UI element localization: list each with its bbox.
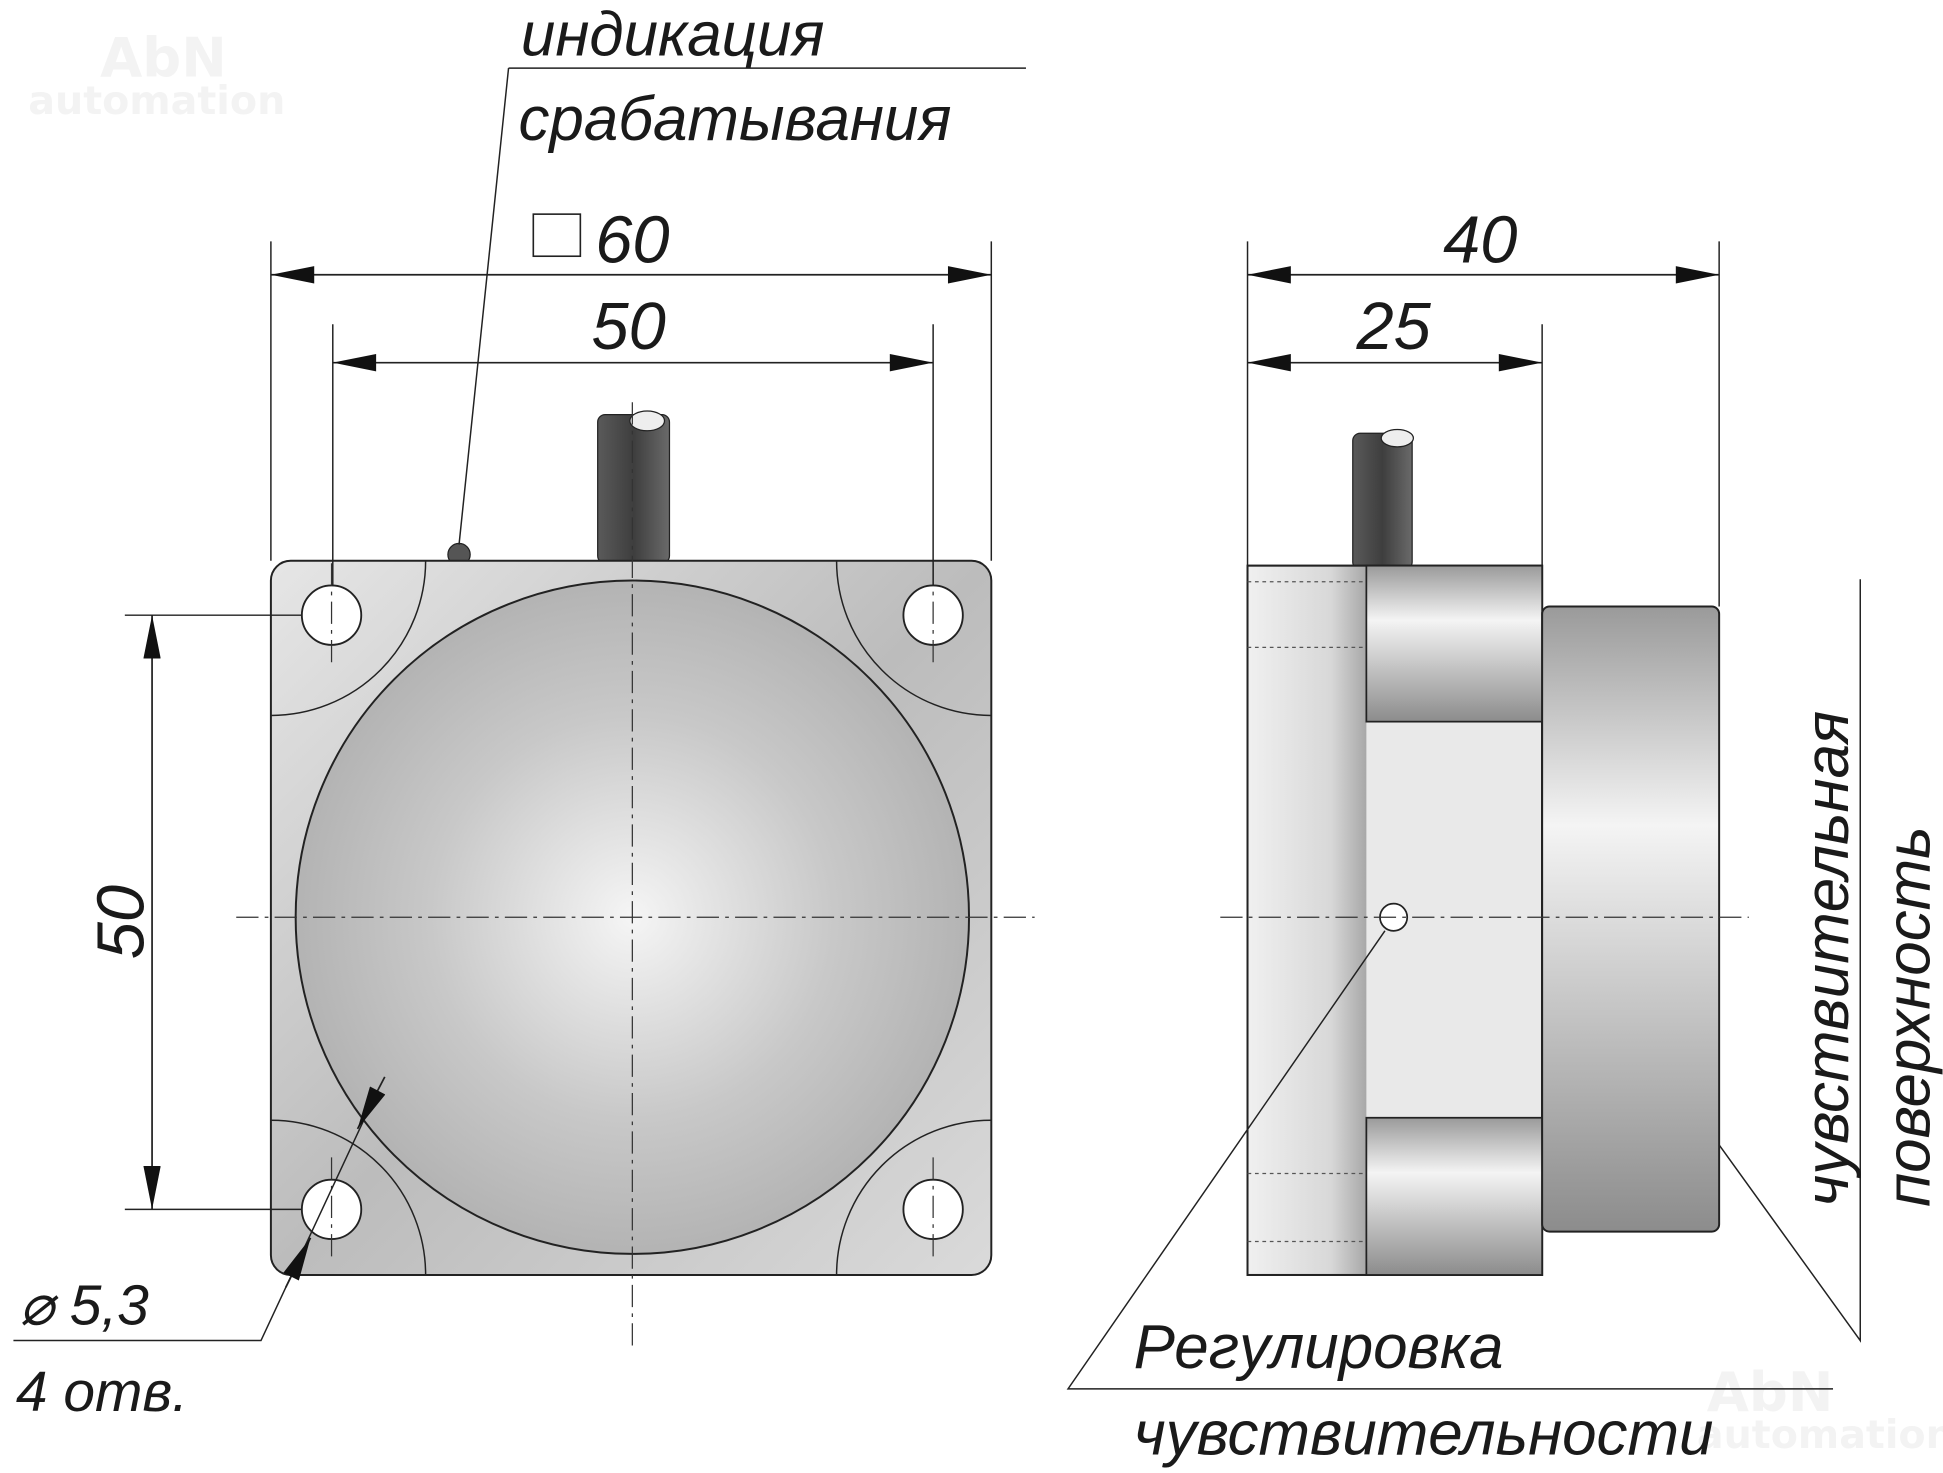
hole-diameter-label: ⌀ 5,3	[20, 1273, 150, 1337]
cable-side	[1352, 432, 1413, 571]
hole-count-label: 4 отв.	[16, 1360, 188, 1424]
indication-label-1: индикация	[521, 1, 825, 70]
side-dimensions: 40 25 Регулировка чувствительности чувст…	[1066, 202, 1943, 1468]
svg-text:AbN: AbN	[1707, 1360, 1834, 1424]
square-symbol-icon	[532, 213, 582, 258]
watermark-top-left: AbN automation	[28, 26, 285, 124]
dim-50-h: 50	[591, 289, 665, 364]
dim-25: 25	[1355, 289, 1431, 364]
svg-text:automation: automation	[1697, 1412, 1943, 1458]
adjust-label-1: Регулировка	[1134, 1313, 1504, 1382]
side-view	[1220, 428, 1749, 1276]
surface-label-1: чувствительная	[1793, 711, 1862, 1207]
dim-40: 40	[1443, 202, 1517, 277]
adjust-label-2: чувствительности	[1134, 1399, 1714, 1468]
indication-label-2: срабатывания	[518, 85, 951, 154]
dim-50-v: 50	[83, 885, 158, 959]
surface-label-2: поверхность	[1875, 826, 1943, 1207]
watermark-bottom-right: AbN automation	[1697, 1360, 1943, 1458]
front-dimensions: 60 50 50 ⌀ 5,3 4 отв. индикация срабатыв…	[13, 1, 1026, 1424]
svg-text:AbN: AbN	[100, 26, 227, 90]
dim-60: 60	[595, 202, 669, 277]
svg-text:automation: automation	[28, 78, 285, 124]
sensing-head-side	[1541, 605, 1721, 1233]
front-view	[236, 402, 1035, 1350]
cable-front	[597, 414, 671, 564]
